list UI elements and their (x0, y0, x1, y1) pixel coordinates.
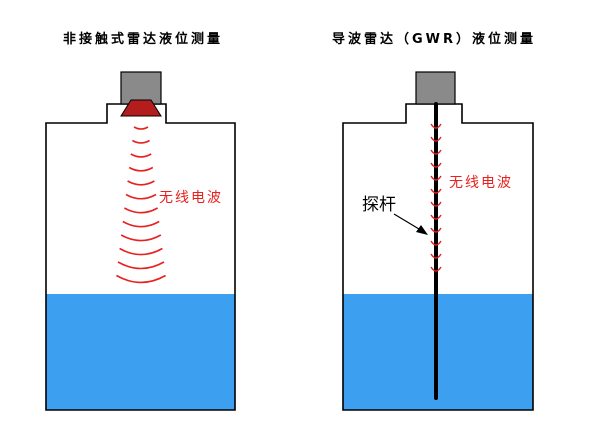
right-wave-label: 无线电波 (449, 175, 513, 191)
horn-antenna-icon (120, 99, 162, 117)
radio-wave-arc (430, 227, 442, 233)
radio-wave-arc (117, 261, 165, 270)
right-tank-outline (342, 103, 534, 411)
radio-wave-arc (124, 207, 158, 214)
radio-wave-arc (130, 153, 152, 158)
right-panel-title: 导波雷达（GWR）液位测量 (332, 32, 537, 47)
right-radio-waves (430, 123, 442, 272)
radio-wave-arc (120, 234, 162, 242)
radio-wave-arc (132, 139, 150, 144)
radio-wave-arc (430, 253, 442, 259)
right-sensor-head (415, 71, 456, 105)
radio-wave-arc (430, 214, 442, 220)
probe-label: 探杆 (362, 195, 396, 215)
right-tank: 无线电波 探杆 (342, 71, 534, 411)
arrow-head-icon (416, 225, 428, 235)
radio-wave-arc (128, 166, 154, 172)
left-panel-title: 非接触式雷达液位测量 (63, 32, 224, 47)
radio-wave-arc (119, 247, 163, 256)
radio-wave-arc (127, 180, 155, 186)
radio-wave-arc (430, 149, 442, 155)
left-liquid (46, 294, 235, 410)
radio-wave-arc (430, 123, 442, 129)
radio-wave-arc (430, 201, 442, 207)
radio-wave-arc (430, 266, 442, 272)
left-sensor-head (120, 71, 162, 105)
radio-wave-arc (430, 136, 442, 142)
left-wave-label: 无线电波 (159, 190, 223, 206)
radio-wave-arc (430, 240, 442, 246)
left-tank: 无线电波 (45, 71, 236, 411)
radio-wave-arc (133, 126, 149, 130)
radio-wave-arc (116, 274, 166, 284)
radio-wave-arc (430, 175, 442, 181)
radio-wave-arc (125, 193, 157, 200)
left-tank-outline (45, 103, 236, 411)
radio-wave-arc (122, 220, 160, 228)
radio-wave-arc (430, 188, 442, 194)
left-radio-waves (116, 126, 166, 284)
radio-wave-arc (430, 162, 442, 168)
